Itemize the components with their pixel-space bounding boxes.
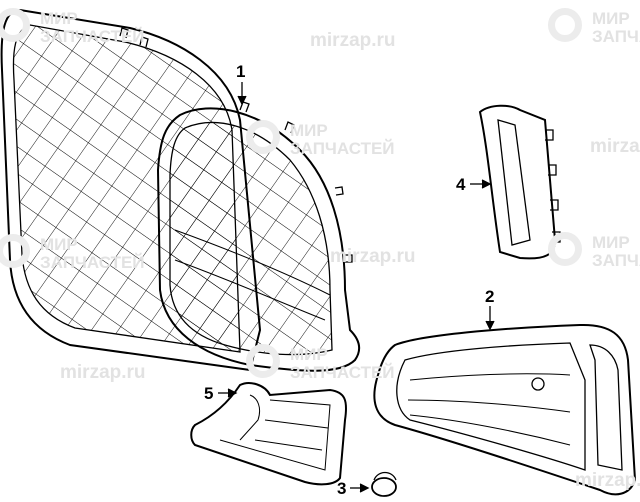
watermark-line1: МИР [40, 9, 78, 28]
watermark-line2: ЗАПЧАСТЕЙ [40, 27, 145, 46]
watermark-url: mirzap.ru [575, 470, 640, 491]
watermark-line2: ЗАПЧАСТЕЙ [290, 363, 395, 382]
watermark-line2: ЗАПЧАСТЕЙ [40, 253, 145, 272]
bumper-side-grille-right [373, 323, 637, 496]
watermark-logo-icon [548, 8, 582, 42]
callout-2: 2 [485, 287, 495, 306]
watermark-logo-icon [0, 8, 30, 42]
watermark-line2: ЗАПЧАСТЕЙ [592, 251, 640, 270]
watermark-line2: ЗАПЧАСТЕЙ [592, 27, 640, 46]
watermark-line1: МИР [290, 121, 328, 140]
bumper-side-grille-left [190, 382, 348, 486]
watermark-line1: МИР [592, 233, 630, 252]
watermark-logo-icon [0, 234, 30, 268]
callout-1: 1 [236, 62, 246, 81]
watermark-url: mirzap.ru [330, 246, 416, 267]
watermark-url: mirzap.ru [590, 136, 640, 157]
watermark-logo-icon [246, 344, 280, 378]
watermark-line1: МИР [290, 345, 328, 364]
watermark-url: mirzap.ru [310, 30, 396, 51]
watermark-line1: МИР [40, 235, 78, 254]
side-trim-insert [478, 104, 561, 260]
watermark-line1: МИР [592, 9, 630, 28]
callout-4: 4 [456, 175, 466, 194]
callout-5: 5 [204, 384, 214, 403]
watermark-line2: ЗАПЧАСТЕЙ [290, 139, 395, 158]
callout-3: 3 [337, 479, 347, 498]
watermark-logo-icon [246, 120, 280, 154]
watermark-logo-icon [548, 232, 582, 266]
leader-lines [218, 82, 495, 493]
watermark-url: mirzap.ru [60, 362, 146, 383]
clip [371, 471, 397, 497]
